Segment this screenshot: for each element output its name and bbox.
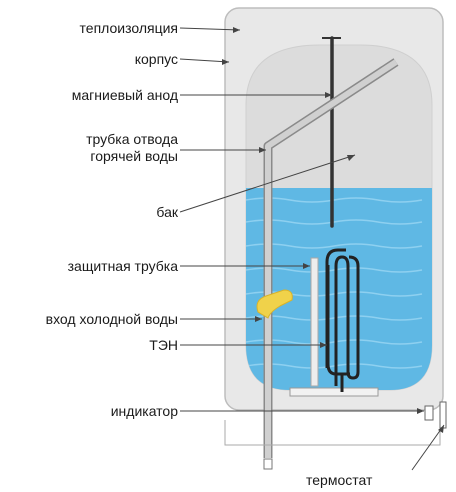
indicator-box bbox=[424, 405, 434, 421]
hot-water-pipe bbox=[265, 59, 398, 458]
protective-tube bbox=[310, 257, 319, 387]
pipe-outlet-end bbox=[263, 458, 273, 470]
label-tank: бак bbox=[156, 204, 178, 220]
bottom-flange bbox=[289, 387, 379, 397]
thermostat-box bbox=[439, 401, 447, 429]
label-anode: магниевый анод bbox=[71, 87, 178, 103]
leader-thermostat bbox=[411, 424, 445, 471]
water-body bbox=[246, 188, 432, 390]
heating-element-loop bbox=[326, 265, 350, 376]
leader-lines bbox=[179, 27, 445, 471]
label-insulation: теплоизоляция bbox=[79, 20, 178, 36]
heating-element-coil bbox=[325, 248, 360, 386]
leader-insulation bbox=[179, 27, 241, 31]
label-hot-pipe-line1: трубка отвода bbox=[86, 131, 178, 147]
leader-tank bbox=[179, 154, 356, 213]
label-thermostat: термостат bbox=[306, 472, 373, 488]
label-cold-inlet: вход холодной воды bbox=[45, 311, 178, 327]
label-heater: ТЭН bbox=[149, 337, 178, 353]
cold-water-inlet bbox=[256, 289, 293, 319]
leader-body bbox=[179, 58, 230, 63]
label-body: корпус bbox=[134, 51, 178, 67]
label-hot-pipe-line2: горячей воды bbox=[90, 148, 178, 164]
leader-arrowheads bbox=[222, 27, 444, 433]
power-line bbox=[224, 420, 441, 446]
label-indicator: индикатор bbox=[110, 403, 178, 419]
label-protective-tube: защитная трубка bbox=[67, 258, 178, 274]
